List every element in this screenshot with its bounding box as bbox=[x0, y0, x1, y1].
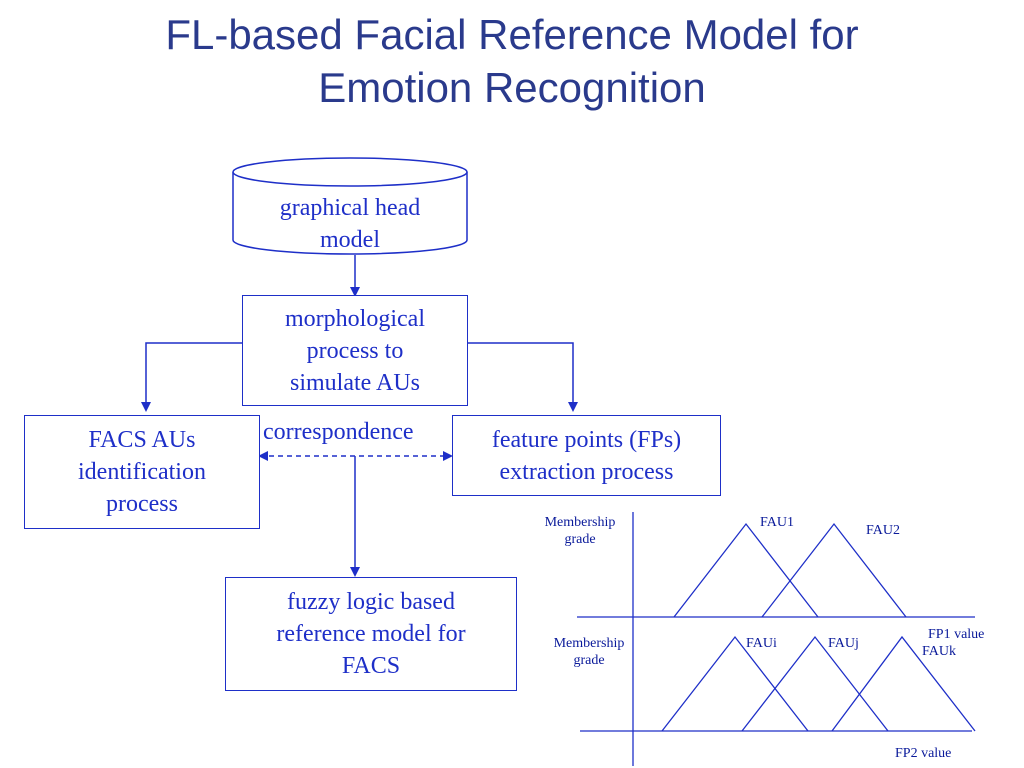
bottom-ylabel-line-2: grade bbox=[573, 653, 605, 668]
top-ylabel-line-1: Membership bbox=[544, 515, 616, 530]
label-fp2-value: FP2 value bbox=[895, 746, 952, 761]
bottom-ylabel-line-1: Membership bbox=[553, 636, 625, 651]
label-fp1-value: FP1 value bbox=[928, 627, 985, 642]
label-fauk: FAUk bbox=[922, 644, 956, 659]
morph-line-1: morphological bbox=[285, 305, 425, 332]
label-fau1: FAU1 bbox=[760, 515, 794, 530]
head-model-cylinder bbox=[232, 157, 468, 255]
fp-extraction-box: feature points (FPs) extraction process bbox=[452, 415, 721, 496]
morphological-process-box: morphological process to simulate AUs bbox=[242, 295, 468, 406]
morph-line-2: process to bbox=[306, 337, 404, 364]
fuzzy-line-2: reference model for bbox=[276, 621, 466, 647]
title-line-1: FL-based Facial Reference Model for bbox=[165, 11, 859, 58]
fuzzy-model-box: fuzzy logic based reference model for FA… bbox=[225, 577, 517, 691]
facs-line-3: process bbox=[106, 491, 178, 517]
title-line-2: Emotion Recognition bbox=[318, 64, 706, 111]
facs-line-2: identification bbox=[78, 459, 206, 485]
arrow-morph-to-facs bbox=[141, 342, 243, 412]
head-model-line-2: model bbox=[320, 227, 380, 253]
triangle-faui bbox=[661, 635, 809, 732]
facs-identification-box: FACS AUs identification process bbox=[24, 415, 260, 529]
triangle-fau1 bbox=[673, 522, 819, 618]
fp-line-2: extraction process bbox=[499, 458, 674, 485]
triangle-fau2 bbox=[761, 522, 907, 618]
fuzzy-line-3: FACS bbox=[341, 653, 401, 679]
arrow-morph-to-fp bbox=[468, 342, 578, 412]
slide-title: FL-based Facial Reference Model for Emot… bbox=[0, 8, 1024, 114]
facs-line-1: FACS AUs bbox=[88, 427, 196, 453]
label-faui: FAUi bbox=[746, 636, 777, 651]
label-fauj: FAUj bbox=[828, 636, 859, 651]
head-model-line-1: graphical head bbox=[279, 195, 421, 221]
correspondence-label: correspondence bbox=[263, 419, 414, 445]
top-membership-label: Membership grade bbox=[528, 514, 632, 548]
fuzzy-line-1: fuzzy logic based bbox=[287, 589, 455, 615]
bottom-membership-label: Membership grade bbox=[537, 635, 641, 669]
triangle-fauj bbox=[741, 635, 889, 732]
triangle-fauk bbox=[831, 635, 976, 732]
label-fau2: FAU2 bbox=[866, 523, 900, 538]
top-ylabel-line-2: grade bbox=[564, 532, 596, 547]
head-model-label: graphical head model bbox=[233, 192, 467, 256]
morph-line-3: simulate AUs bbox=[290, 369, 420, 396]
fp-line-1: feature points (FPs) bbox=[491, 426, 682, 453]
